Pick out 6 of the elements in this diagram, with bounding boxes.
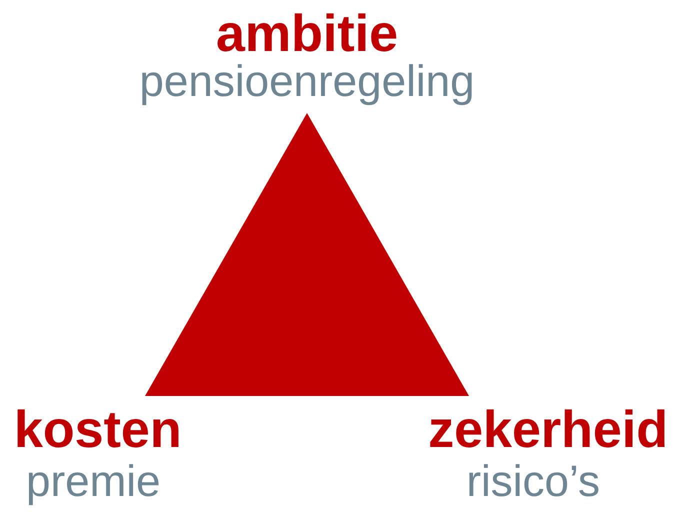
heading-label: kosten	[14, 404, 182, 456]
subtitle-label: risico’s	[466, 460, 600, 504]
heading-label: ambitie	[216, 8, 398, 60]
subtitle-label: premie	[26, 460, 160, 504]
subtitle-label: pensioenregeling	[139, 60, 475, 104]
heading-label: zekerheid	[428, 404, 668, 456]
